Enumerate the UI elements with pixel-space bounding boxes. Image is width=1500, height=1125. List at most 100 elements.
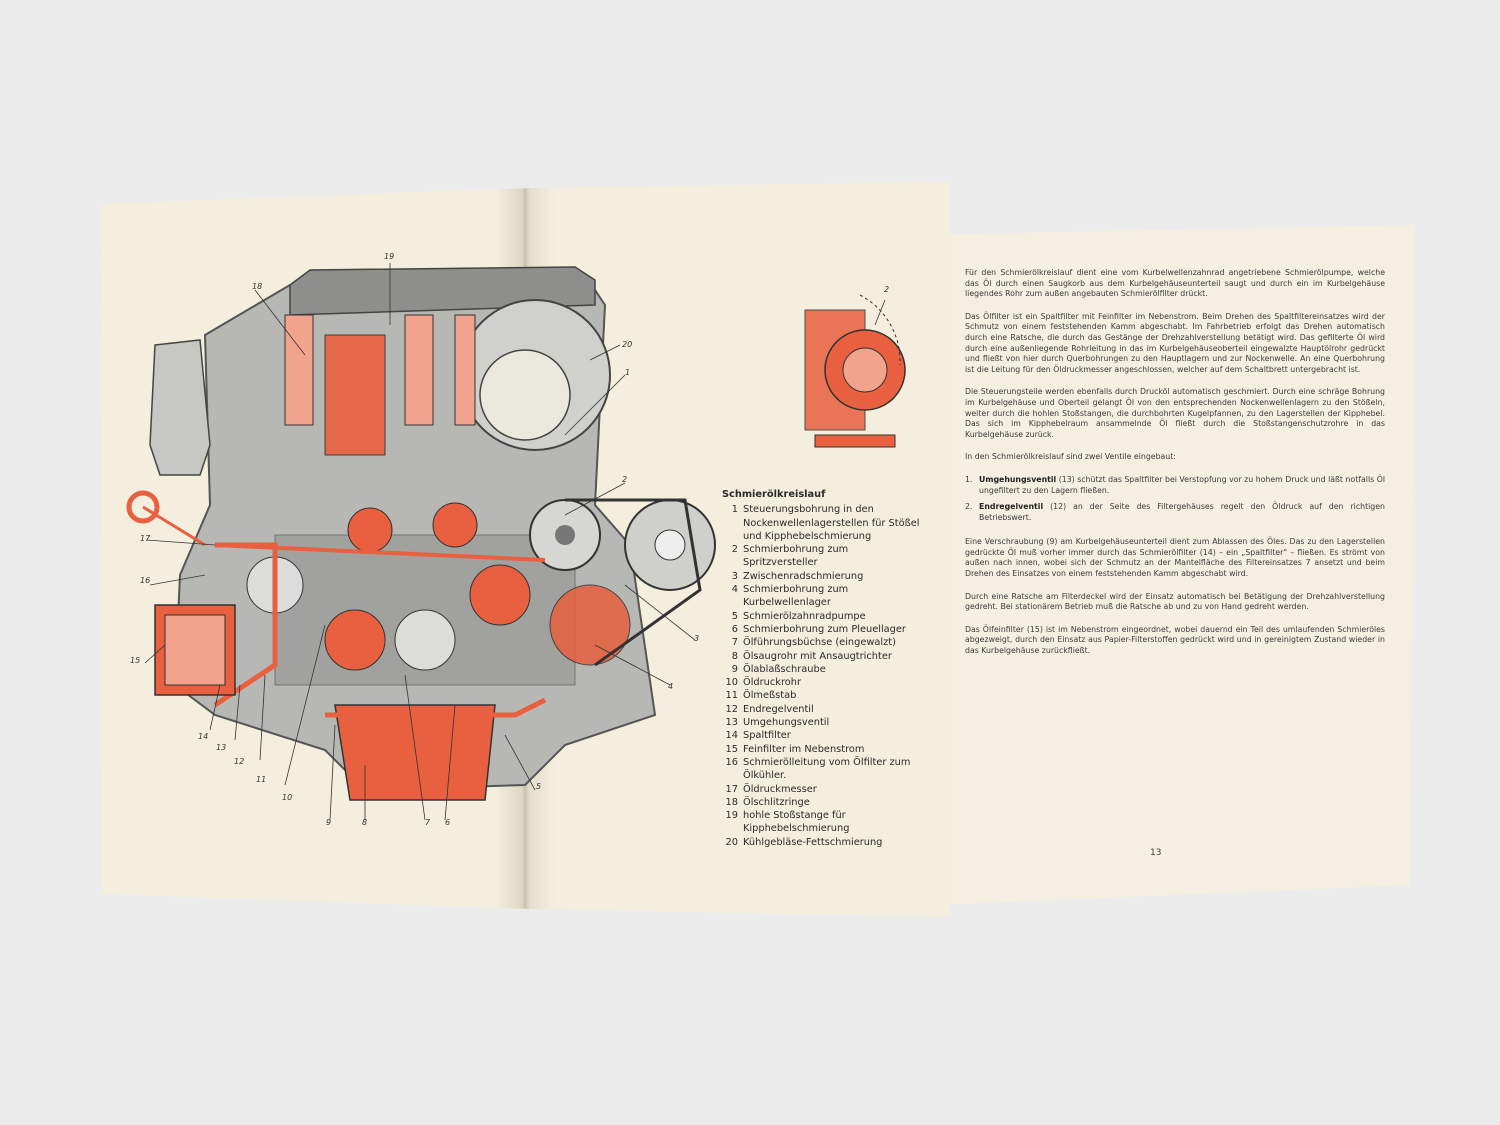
oil-filter-detail-drawing	[804, 294, 906, 448]
legend-num: 5	[731, 610, 738, 622]
legend-item: 15 Feinfilter im Nebenstrom	[722, 743, 922, 756]
legend-num: 4	[731, 584, 738, 596]
legend-text: Schmierbohrung zum Pleuellager	[743, 623, 906, 635]
list-item: 2. Endregelventil (12) an der Seite des …	[965, 502, 1385, 523]
legend-num: 20	[725, 836, 738, 848]
legend-num: 9	[731, 663, 738, 675]
legend-item: 12 Endregelventil	[722, 703, 922, 716]
legend-item: 6 Schmierbohrung zum Pleuellager	[722, 623, 922, 636]
detail-callout-2: 2	[884, 285, 890, 294]
paragraph: Das Ölfilter ist ein Spaltfilter mit Fei…	[965, 311, 1385, 374]
legend-text: hohle Stoßstange für Kipphebelschmierung	[743, 810, 850, 835]
callout-5: 5	[536, 782, 542, 791]
callout-8: 8	[362, 818, 368, 827]
callout-10: 10	[282, 793, 293, 802]
legend-num: 7	[731, 637, 738, 649]
list-number: 2.	[965, 502, 973, 512]
legend-item: 9 Ölablaßschraube	[722, 663, 922, 676]
callout-7: 7	[425, 818, 431, 827]
callout-18: 18	[252, 282, 263, 291]
legend-num: 12	[725, 703, 738, 715]
legend-text: Schmierbohrung zum Spritzversteller	[743, 544, 849, 569]
legend-num: 16	[725, 756, 738, 768]
legend-item: 4 Schmierbohrung zum Kurbelwellenlager	[722, 583, 922, 610]
legend-num: 8	[731, 650, 738, 662]
callout-20: 20	[622, 340, 633, 349]
legend-text: Ölmeßstab	[743, 690, 797, 702]
legend-item: 16 Schmierölleitung vom Ölfilter zum Ölkü…	[722, 756, 922, 783]
callout-4: 4	[668, 682, 674, 691]
legend-item: 7 Ölführungsbüchse (eingewalzt)	[722, 636, 922, 649]
legend-item: 1 Steuerungsbohrung in den Nockenwellenla…	[722, 503, 922, 543]
body-text-column: Für den Schmierölkreislauf dient eine vo…	[965, 268, 1385, 669]
callout-6: 6	[445, 818, 451, 827]
legend-text: Schmierölleitung vom Ölfilter zum Ölkühl…	[743, 756, 911, 782]
callout-12: 12	[234, 757, 245, 766]
legend-text: Ölführungsbüchse (eingewalzt)	[743, 637, 896, 649]
paragraph: In den Schmierölkreislauf sind zwei Vent…	[965, 452, 1176, 462]
callout-3: 3	[694, 634, 700, 643]
legend-text: Zwischenradschmierung	[743, 570, 864, 582]
list-bold-term: Umgehungsventil	[979, 474, 1057, 484]
legend-num: 17	[725, 783, 738, 795]
legend-text: Schmierölzahnradpumpe	[743, 610, 866, 622]
legend-num: 13	[725, 717, 738, 729]
legend-item: 11 Ölmeßstab	[722, 689, 922, 702]
legend-num: 3	[731, 570, 738, 582]
lubrication-legend: Schmierölkreislauf 1 Steuerungsbohrung in…	[722, 488, 922, 849]
callout-19: 19	[384, 252, 395, 261]
callout-16: 16	[140, 576, 151, 585]
legend-num: 1	[731, 504, 738, 516]
list-number: 1.	[965, 474, 973, 484]
callout-1: 1	[625, 368, 631, 377]
list-rest: (12) an der Seite des Filtergehäuses reg…	[979, 502, 1385, 522]
list-rest: (13) schützt das Spaltfilter bei Verstop…	[979, 474, 1385, 495]
legend-text: Feinfilter im Nebenstrom	[743, 743, 865, 755]
callout-11: 11	[256, 775, 267, 784]
legend-num: 6	[731, 623, 738, 635]
engine-cutaway-diagram	[126, 263, 716, 821]
list-text: Umgehungsventil (13) schützt das Spaltfi…	[979, 475, 1385, 496]
paragraph: Eine Verschraubung (9) am Kurbelgehäuseu…	[965, 537, 1385, 579]
legend-text: Öldruckrohr	[743, 677, 801, 689]
legend-num: 18	[725, 796, 738, 808]
legend-text: Schmierbohrung zum Kurbelwellenlager	[743, 584, 849, 609]
legend-text: Ölablaßschraube	[743, 663, 826, 675]
legend-text: Endregelventil	[743, 703, 814, 715]
list-text: Endregelventil (12) an der Seite des Fil…	[979, 502, 1385, 523]
paragraph: Durch eine Ratsche am Filterdeckel wird …	[965, 591, 1385, 612]
legend-item: 5 Schmierölzahnradpumpe	[722, 610, 922, 623]
legend-num: 10	[725, 677, 738, 689]
legend-text: Steuerungsbohrung in den Nockenwellenlag…	[743, 504, 920, 542]
legend-item: 19 hohle Stoßstange für Kipphebelschmieru…	[722, 809, 922, 836]
legend-num: 11	[725, 690, 738, 702]
legend-num: 15	[725, 743, 738, 755]
paragraph: Für den Schmierölkreislauf dient eine vo…	[965, 268, 1385, 299]
callout-9: 9	[326, 818, 332, 827]
legend-num: 19	[725, 810, 738, 822]
legend-text: Ölschlitzringe	[743, 796, 810, 808]
legend-item: 18 Ölschlitzringe	[722, 796, 922, 809]
list-item: 1. Umgehungsventil (13) schützt das Spal…	[965, 475, 1385, 496]
callout-17: 17	[140, 534, 151, 543]
paragraph: Das Ölfeinfilter (15) ist im Nebenstrom …	[965, 624, 1385, 656]
legend-text: Umgehungsventil	[743, 717, 830, 729]
legend-item: 3 Zwischenradschmierung	[722, 570, 922, 583]
legend-text: Kühlgebläse-Fettschmierung	[743, 836, 883, 848]
legend-item: 17 Öldruckmesser	[722, 783, 922, 796]
legend-item: 2 Schmierbohrung zum Spritzversteller	[722, 543, 922, 570]
page-number: 13	[1150, 848, 1162, 858]
callout-14: 14	[198, 732, 209, 741]
legend-item: 20 Kühlgebläse-Fettschmierung	[722, 836, 922, 849]
legend-num: 2	[731, 544, 738, 556]
callout-2: 2	[622, 475, 628, 484]
legend-text: Spaltfilter	[743, 730, 791, 742]
callout-13: 13	[216, 743, 227, 752]
callout-15: 15	[130, 656, 141, 665]
legend-item: 13 Umgehungsventil	[722, 716, 922, 729]
legend-text: Öldruckmesser	[743, 783, 817, 795]
paragraph: Die Steuerungsteile werden ebenfalls dur…	[965, 387, 1385, 439]
legend-title: Schmierölkreislauf	[722, 489, 826, 500]
